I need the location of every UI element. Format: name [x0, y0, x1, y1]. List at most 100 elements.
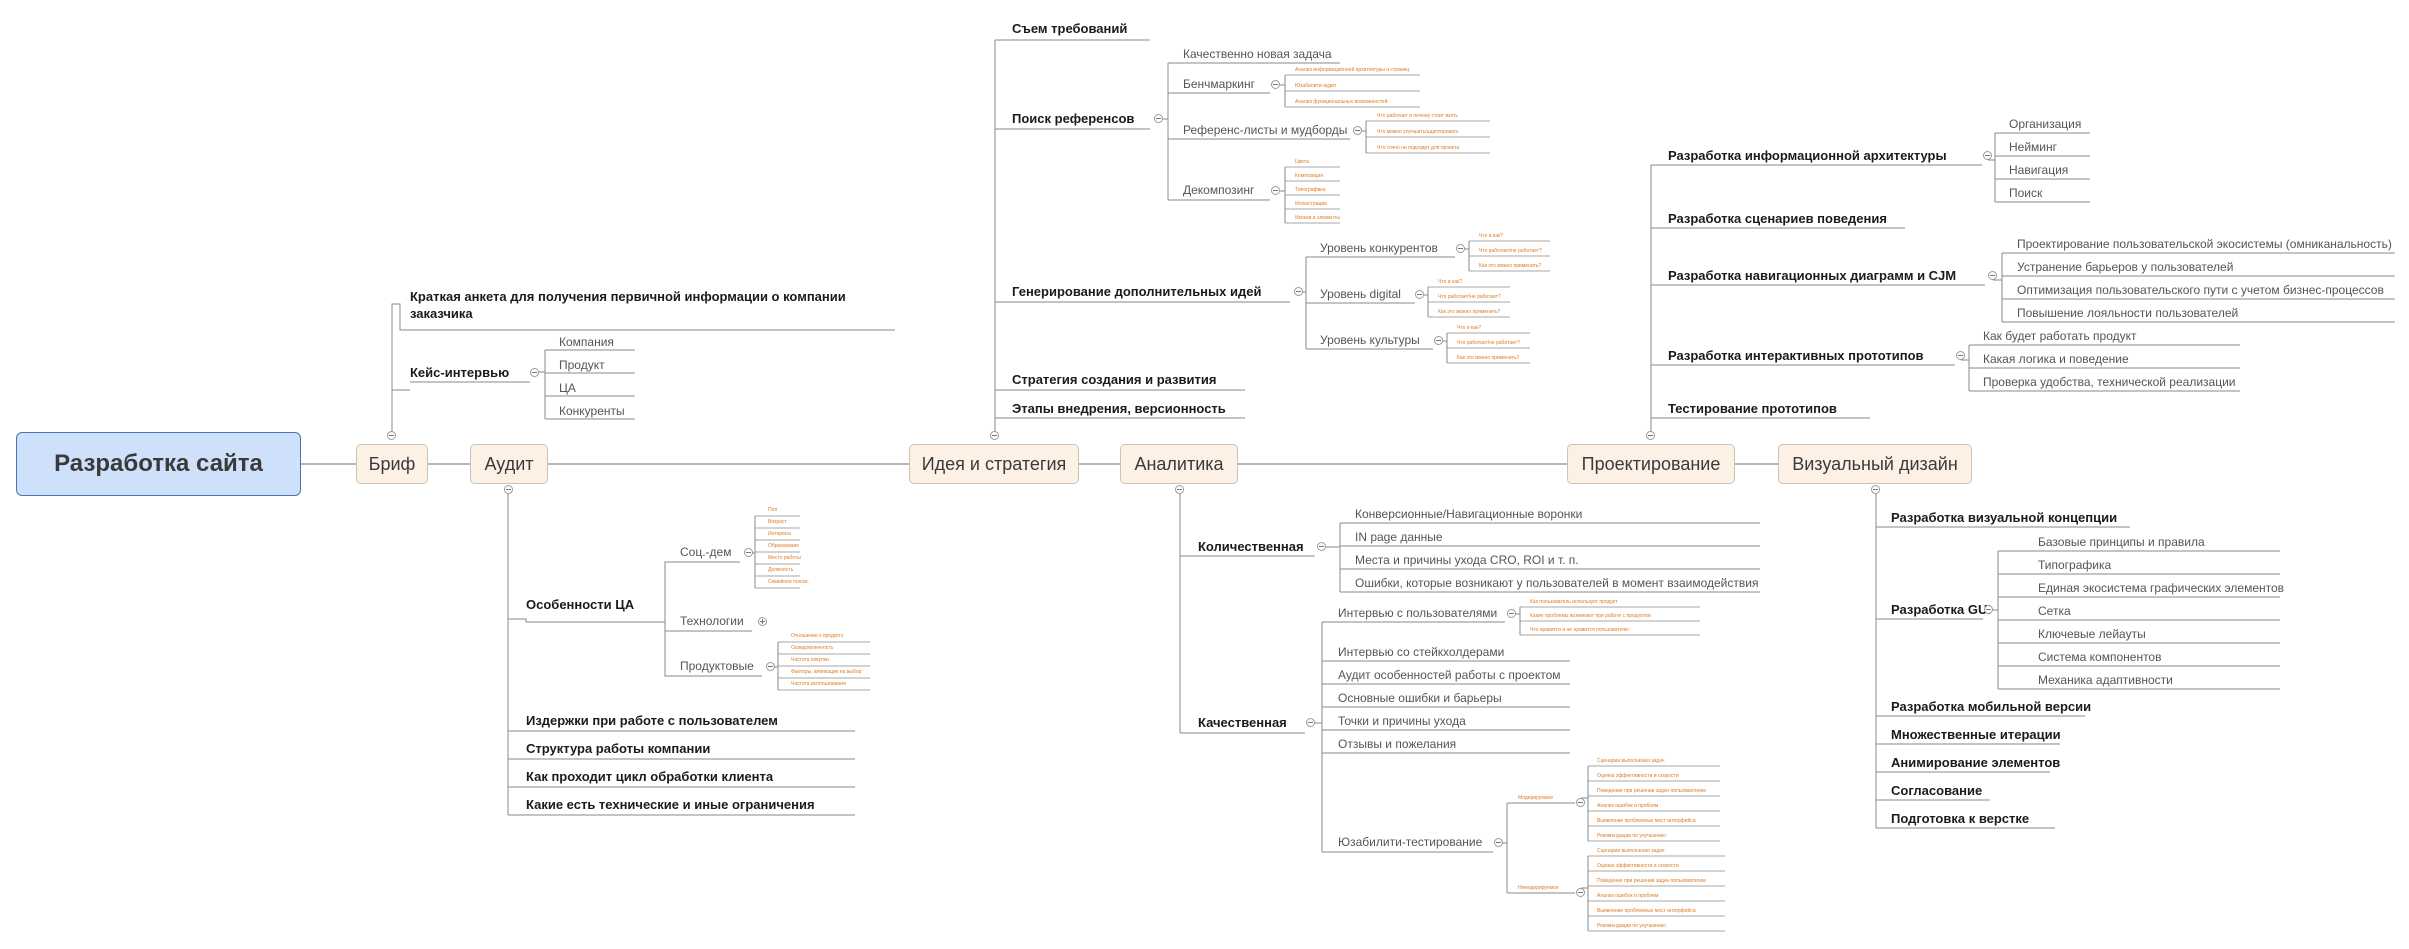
leaf-audit-work[interactable]: Аудит особенностей работы с проектом	[1338, 668, 1561, 682]
collapse-toggle-visual[interactable]	[1871, 485, 1880, 494]
collapse-toggle-interview[interactable]	[530, 368, 539, 377]
root-topic[interactable]: Разработка сайта	[16, 432, 301, 496]
leaf-gui-grid[interactable]: Сетка	[2038, 604, 2071, 618]
leaf-exit-points[interactable]: Места и причины ухода CRO, ROI и т. п.	[1355, 553, 1579, 567]
node-socdem[interactable]: Соц.-дем	[680, 545, 732, 559]
leaf-search[interactable]: Поиск	[2009, 186, 2043, 200]
node-product-audience[interactable]: Продуктовые	[680, 659, 754, 673]
collapse-toggle-brief[interactable]	[387, 431, 396, 440]
collapse-toggle-idea[interactable]	[990, 431, 999, 440]
leaf-user-errors[interactable]: Ошибки, которые возникают у пользователе…	[1355, 576, 1759, 590]
collapse-toggle-references[interactable]	[1154, 114, 1163, 123]
node-generate-ideas[interactable]: Генерирование дополнительных идей	[1012, 284, 1262, 299]
node-user-interviews[interactable]: Интервью с пользователями	[1338, 606, 1498, 620]
collapse-toggle-ia[interactable]	[1983, 151, 1992, 160]
node-quantitative[interactable]: Количественная	[1198, 539, 1304, 554]
node-mobile[interactable]: Разработка мобильной версии	[1891, 699, 2092, 714]
collapse-toggle-level-culture[interactable]	[1434, 336, 1443, 345]
node-handoff[interactable]: Подготовка к верстке	[1891, 811, 2030, 826]
collapse-toggle-qual[interactable]	[1306, 718, 1315, 727]
node-audit-limits[interactable]: Какие есть технические и иные ограничени…	[526, 797, 815, 812]
node-info-architecture[interactable]: Разработка информационной архитектуры	[1668, 148, 1947, 163]
collapse-toggle-cjm[interactable]	[1988, 271, 1997, 280]
collapse-toggle-design[interactable]	[1646, 431, 1655, 440]
node-audience-features[interactable]: Особенности ЦА	[526, 597, 635, 612]
node-proto-testing[interactable]: Тестирование прототипов	[1668, 401, 1837, 416]
node-animation[interactable]: Анимирование элементов	[1891, 755, 2061, 770]
collapse-toggle-socdem[interactable]	[744, 548, 753, 557]
node-audit-cycle[interactable]: Как проходит цикл обработки клиента	[526, 769, 774, 784]
leaf-gui-ecosystem[interactable]: Единая экосистема графических элементов	[2038, 581, 2285, 595]
node-cjm[interactable]: Разработка навигационных диаграмм и CJM	[1668, 268, 1957, 283]
leaf-product[interactable]: Продукт	[559, 358, 605, 372]
leaf-usability-check[interactable]: Проверка удобства, технической реализаци…	[1983, 375, 2236, 389]
leaf-feedback[interactable]: Отзывы и пожелания	[1338, 737, 1457, 751]
node-moodboards[interactable]: Референс-листы и мудборды	[1183, 123, 1348, 137]
collapse-toggle-analytics[interactable]	[1175, 485, 1184, 494]
node-strategy[interactable]: Стратегия создания и развития	[1012, 372, 1217, 387]
leaf-exit-reasons[interactable]: Точки и причины ухода	[1338, 714, 1466, 728]
leaf-errors-barriers[interactable]: Основные ошибки и барьеры	[1338, 691, 1502, 705]
node-level-digital[interactable]: Уровень digital	[1320, 287, 1401, 301]
node-level-competitors[interactable]: Уровень конкурентов	[1320, 241, 1438, 255]
node-benchmarking[interactable]: Бенчмаркинг	[1183, 77, 1255, 91]
collapse-toggle-benchmarking[interactable]	[1271, 80, 1280, 89]
node-technologies[interactable]: Технологии	[680, 614, 744, 628]
collapse-toggle-user-int[interactable]	[1507, 609, 1516, 618]
collapse-toggle-moderated[interactable]	[1576, 798, 1585, 807]
leaf-gui-principles[interactable]: Базовые принципы и правила	[2038, 535, 2205, 549]
leaf-gui-components[interactable]: Система компонентов	[2038, 650, 2162, 664]
collapse-toggle-quant[interactable]	[1317, 542, 1326, 551]
node-decomposing[interactable]: Декомпозинг	[1183, 183, 1255, 197]
leaf-navigation[interactable]: Навигация	[2009, 163, 2069, 177]
node-new-task[interactable]: Качественно новая задача	[1183, 47, 1332, 61]
collapse-toggle-gui[interactable]	[1984, 605, 1993, 614]
leaf-logic[interactable]: Какая логика и поведение	[1983, 352, 2129, 366]
collapse-toggle-level-digital[interactable]	[1415, 290, 1424, 299]
collapse-toggle-moodboards[interactable]	[1353, 126, 1362, 135]
node-visual-concept[interactable]: Разработка визуальной концепции	[1891, 510, 2118, 525]
node-requirements[interactable]: Съем требований	[1012, 21, 1128, 36]
node-scenarios[interactable]: Разработка сценариев поведения	[1668, 211, 1887, 226]
leaf-inpage[interactable]: IN page данные	[1355, 530, 1443, 544]
topic-analytics[interactable]: Аналитика	[1120, 444, 1238, 484]
topic-audit[interactable]: Аудит	[470, 444, 548, 484]
expand-toggle-technologies[interactable]	[758, 617, 767, 626]
leaf-how-works[interactable]: Как будет работать продукт	[1983, 329, 2137, 343]
collapse-toggle-audit[interactable]	[504, 485, 513, 494]
leaf-gui-adaptive[interactable]: Механика адаптивности	[2038, 673, 2173, 687]
node-prototypes[interactable]: Разработка интерактивных прототипов	[1668, 348, 1924, 363]
leaf-funnels[interactable]: Конверсионные/Навигационные воронки	[1355, 507, 1583, 521]
collapse-toggle-usability[interactable]	[1494, 838, 1503, 847]
node-audit-costs[interactable]: Издержки при работе с пользователем	[526, 713, 778, 728]
collapse-toggle-level-comp[interactable]	[1456, 244, 1465, 253]
topic-design[interactable]: Проектирование	[1567, 444, 1735, 484]
leaf-naming[interactable]: Нейминг	[2009, 140, 2057, 154]
collapse-toggle-prototypes[interactable]	[1956, 351, 1965, 360]
leaf-gui-layouts[interactable]: Ключевые лейауты	[2038, 627, 2146, 641]
node-level-culture[interactable]: Уровень культуры	[1320, 333, 1420, 347]
leaf-organization[interactable]: Организация	[2009, 117, 2082, 131]
leaf-loyalty[interactable]: Повышение лояльности пользователей	[2017, 306, 2239, 320]
leaf-target-audience[interactable]: ЦА	[559, 381, 576, 395]
node-brief-anketa[interactable]: Краткая анкета для получения первичной и…	[410, 289, 846, 321]
collapse-toggle-decomposing[interactable]	[1271, 186, 1280, 195]
node-usability-testing[interactable]: Юзабилити-тестирование	[1338, 835, 1483, 849]
collapse-toggle-product[interactable]	[766, 662, 775, 671]
leaf-company[interactable]: Компания	[559, 335, 614, 349]
leaf-stakeholders[interactable]: Интервью со стейкхолдерами	[1338, 645, 1505, 659]
node-gui[interactable]: Разработка GUI	[1891, 602, 1991, 617]
leaf-competitors[interactable]: Конкуренты	[559, 404, 625, 418]
node-audit-structure[interactable]: Структура работы компании	[526, 741, 711, 756]
leaf-user-path[interactable]: Оптимизация пользовательского пути с уче…	[2017, 283, 2384, 297]
node-case-interview[interactable]: Кейс-интервью	[410, 365, 510, 380]
node-stages[interactable]: Этапы внедрения, версионность	[1012, 401, 1226, 416]
collapse-toggle-generate[interactable]	[1294, 287, 1303, 296]
leaf-gui-typography[interactable]: Типографика	[2038, 558, 2112, 572]
node-references[interactable]: Поиск референсов	[1012, 111, 1135, 126]
node-iterations[interactable]: Множественные итерации	[1891, 727, 2061, 742]
leaf-ecosystem[interactable]: Проектирование пользовательской экосисте…	[2017, 237, 2392, 251]
collapse-toggle-unmoderated[interactable]	[1576, 888, 1585, 897]
node-approval[interactable]: Согласование	[1891, 783, 1983, 798]
topic-visual[interactable]: Визуальный дизайн	[1778, 444, 1972, 484]
